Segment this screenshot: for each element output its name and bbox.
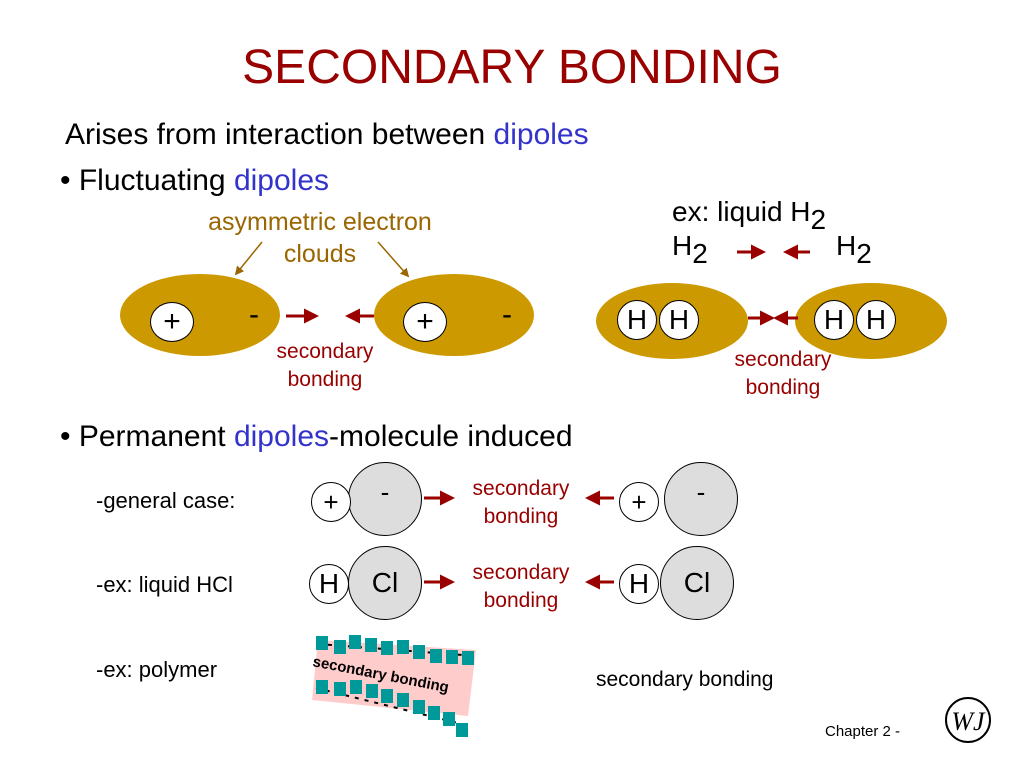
h2-left-sub: 2 <box>692 238 708 269</box>
polymer-caption: secondary bonding <box>596 668 774 691</box>
bonding-label-hcl: bonding <box>483 589 559 612</box>
h-atom-3: H <box>814 300 854 340</box>
plus-charge-left: + <box>150 302 194 342</box>
polymer-chain-bottom <box>315 680 471 737</box>
pointer-right <box>377 241 410 278</box>
electron-cloud-right <box>374 274 534 356</box>
h2-example-sub: 2 <box>810 204 827 235</box>
intro-highlight: dipoles <box>493 118 589 151</box>
h2-right-sub: 2 <box>856 238 872 269</box>
general-large-right: - <box>664 462 738 536</box>
h2-right-symbol: H <box>836 230 857 261</box>
logo-text: WJ <box>951 707 986 736</box>
publisher-logo: WJ <box>945 697 991 743</box>
permanent-text: Permanent <box>78 420 234 453</box>
hcl-label: -ex: liquid HCl <box>96 572 233 597</box>
h2-left-formula: H2 <box>672 230 708 269</box>
secondary-label-hcl: secondary <box>472 561 570 584</box>
fluctuating-highlight: dipoles <box>233 164 330 197</box>
pointer-left <box>234 241 263 276</box>
h2-example-title: ex: liquid H2 <box>672 196 826 235</box>
asym-label-line1: asymmetric electron <box>208 208 432 236</box>
bonding-label-fluct: bonding <box>287 368 363 391</box>
bullet-dot: • <box>60 164 71 197</box>
page-title: SECONDARY BONDING <box>242 41 782 94</box>
intro-line: Arises from interaction between dipoles <box>65 118 589 152</box>
general-plus-right: + <box>619 482 659 522</box>
polymer-chain-top <box>316 635 477 665</box>
polymer-label: -ex: polymer <box>96 657 218 682</box>
secondary-label-fluct: secondary <box>276 340 374 363</box>
h-atom-1: H <box>617 300 657 340</box>
fluctuating-bullet-line: • Fluctuating dipoles <box>60 164 329 198</box>
h2-left-symbol: H <box>672 230 693 261</box>
plus-charge-right: + <box>403 302 447 342</box>
h-atom-4: H <box>856 300 896 340</box>
bullet-dot: • <box>60 420 71 453</box>
h2-example-prefix: ex: liquid H <box>672 196 811 227</box>
h-atom-hcl-left: H <box>309 564 349 604</box>
general-plus-left: + <box>311 482 351 522</box>
minus-charge-left: - <box>249 298 259 331</box>
fluctuating-text: Fluctuating <box>78 164 234 197</box>
bonding-label-general: bonding <box>483 505 559 528</box>
h2-right-formula: H2 <box>836 230 872 269</box>
permanent-highlight: dipoles <box>233 420 330 453</box>
secondary-label-h2: secondary <box>734 348 832 371</box>
chapter-footer: Chapter 2 - <box>825 723 901 740</box>
cl-atom-left: Cl <box>348 546 422 620</box>
h-atom-hcl-right: H <box>619 564 659 604</box>
minus-charge-right: - <box>502 298 512 331</box>
secondary-label-general: secondary <box>472 477 570 500</box>
permanent-suffix: -molecule induced <box>329 420 573 453</box>
intro-text: Arises from interaction between <box>65 118 494 151</box>
permanent-bullet-line: • Permanent dipoles-molecule induced <box>60 420 573 454</box>
asym-label-line2: clouds <box>283 240 357 268</box>
h-atom-2: H <box>659 300 699 340</box>
bonding-label-h2: bonding <box>745 376 821 399</box>
general-large-left: - <box>348 462 422 536</box>
electron-cloud-left <box>120 274 280 356</box>
general-case-label: -general case: <box>96 488 236 513</box>
cl-atom-right: Cl <box>660 546 734 620</box>
